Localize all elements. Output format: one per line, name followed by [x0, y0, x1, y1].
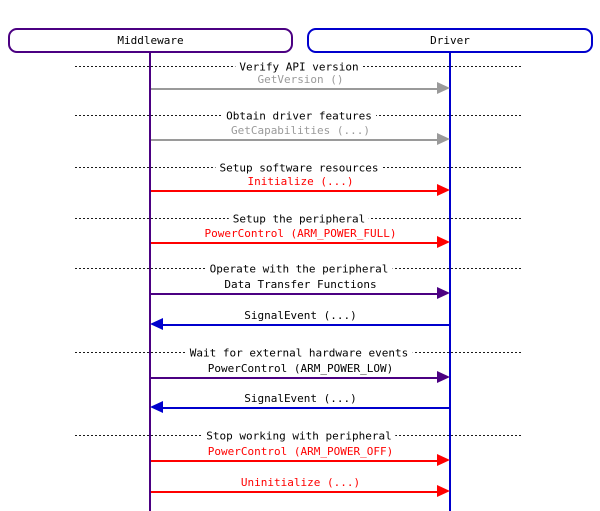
arrowhead-right-icon: [437, 485, 450, 497]
arrowhead-right-icon: [437, 454, 450, 466]
section-divider-label: Obtain driver features: [222, 109, 376, 122]
message-line: [151, 190, 437, 192]
section-divider-label: Stop working with peripheral: [202, 429, 396, 442]
message-label: PowerControl (ARM_POWER_LOW): [207, 362, 394, 375]
section-divider: Wait for external hardware events: [75, 346, 523, 359]
message-line: [151, 460, 437, 462]
section-divider-label: Operate with the peripheral: [205, 262, 393, 275]
message-label: Initialize (...): [247, 175, 354, 188]
arrowhead-left-icon: [150, 401, 163, 413]
participant-middleware-label: Middleware: [117, 34, 184, 47]
section-divider-label: Verify API version: [235, 60, 363, 73]
participant-box-middleware: Middleware: [8, 28, 293, 53]
participant-box-driver: Driver: [307, 28, 593, 53]
message-label: Data Transfer Functions: [224, 278, 377, 291]
arrowhead-right-icon: [437, 184, 450, 196]
message-label: PowerControl (ARM_POWER_FULL): [204, 227, 397, 240]
arrowhead-right-icon: [437, 82, 450, 94]
section-divider: Setup the peripheral: [75, 212, 523, 225]
participant-driver-label: Driver: [430, 34, 470, 47]
arrowhead-right-icon: [437, 371, 450, 383]
message-label: PowerControl (ARM_POWER_OFF): [207, 445, 394, 458]
arrowhead-right-icon: [437, 236, 450, 248]
message-label: GetVersion (): [257, 73, 344, 86]
section-divider: Verify API version: [75, 60, 523, 73]
message-line: [151, 88, 437, 90]
message-line: [151, 139, 437, 141]
arrowhead-left-icon: [150, 318, 163, 330]
message-line: [163, 324, 450, 326]
message-line: [151, 377, 437, 379]
message-line: [163, 407, 450, 409]
message-label: SignalEvent (...): [244, 392, 357, 405]
message-line: [151, 242, 437, 244]
section-divider-label: Setup software resources: [215, 161, 383, 174]
section-divider-label: Wait for external hardware events: [185, 346, 413, 359]
message-label: Uninitialize (...): [240, 476, 361, 489]
message-label: GetCapabilities (...): [230, 124, 371, 137]
section-divider: Operate with the peripheral: [75, 262, 523, 275]
lifeline-middleware: [149, 53, 151, 511]
section-divider: Setup software resources: [75, 161, 523, 174]
section-divider: Obtain driver features: [75, 109, 523, 122]
lifeline-driver: [449, 53, 451, 511]
message-label: SignalEvent (...): [244, 309, 357, 322]
section-divider: Stop working with peripheral: [75, 429, 523, 442]
arrowhead-right-icon: [437, 287, 450, 299]
section-divider-label: Setup the peripheral: [228, 212, 370, 225]
message-line: [151, 491, 437, 493]
message-line: [151, 293, 437, 295]
arrowhead-right-icon: [437, 133, 450, 145]
